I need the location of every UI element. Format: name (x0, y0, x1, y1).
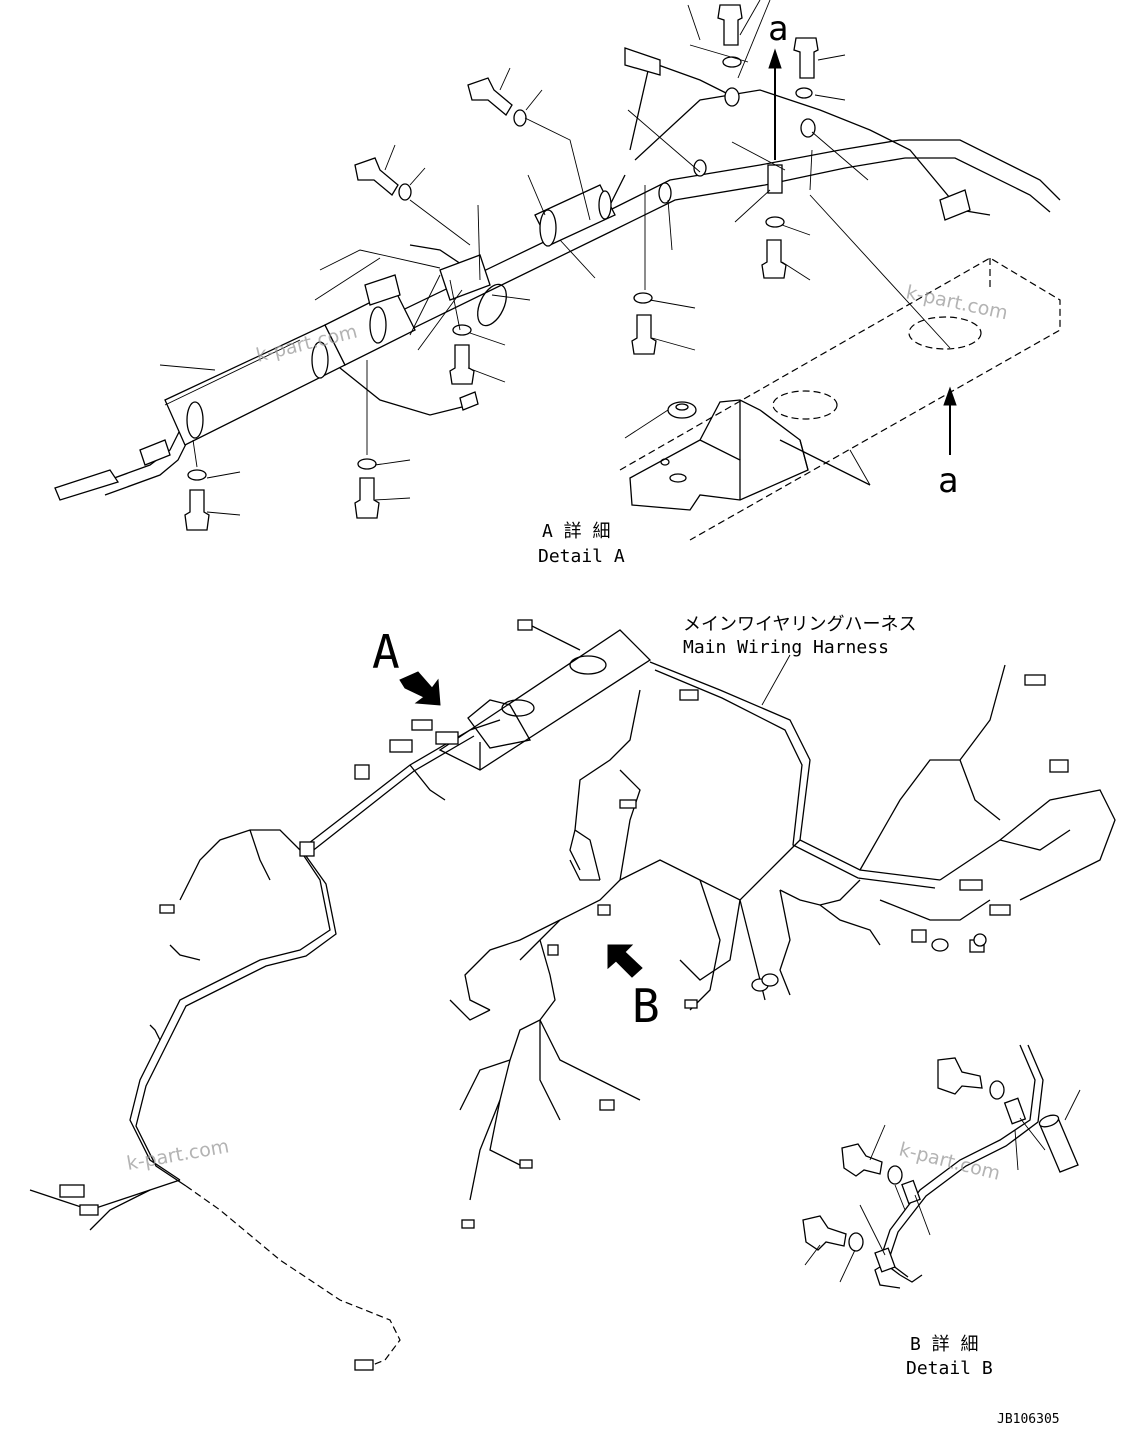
detail-a-drawing: a a A 詳 細 Detail A (54, 0, 1061, 567)
detail-a-label-jp: A 詳 細 (542, 521, 611, 542)
washer-icon (887, 1165, 903, 1185)
marker-a-arrow (399, 671, 441, 706)
marker-b-label: B (632, 979, 660, 1033)
washer-icon (795, 87, 813, 99)
fasteners-a (184, 4, 819, 531)
bolt-icon (449, 344, 475, 385)
marker-b-arrow (607, 944, 643, 978)
washer-icon (398, 183, 412, 201)
washer-icon (513, 109, 527, 127)
harness-tube (54, 47, 1061, 501)
arrow-label-a-bottom: a (938, 461, 958, 501)
harness-label-jp: メインワイヤリングハーネス (683, 614, 916, 635)
washer-icon (633, 292, 653, 304)
harness-connectors (59, 619, 1069, 1371)
callout-lines-a (159, 0, 951, 516)
washer-icon (452, 324, 472, 336)
washer-icon (765, 216, 785, 228)
drawing-code: JB106305 (997, 1412, 1060, 1427)
arrow-label-a-top: a (768, 9, 788, 49)
detail-b-drawing: B 詳 細 Detail B (802, 1044, 1081, 1379)
washer-icon (722, 56, 742, 68)
sleeve-icon (1038, 1114, 1079, 1173)
harness-label-en: Main Wiring Harness (683, 637, 889, 658)
washer-icon (357, 458, 377, 470)
bolt-icon (802, 1215, 847, 1251)
detail-a-label-en: Detail A (538, 546, 625, 567)
bolt-icon (841, 1143, 883, 1177)
bolt-icon (354, 477, 380, 519)
bolt-icon (631, 314, 657, 355)
detail-b-label-jp: B 詳 細 (910, 1334, 979, 1355)
harness-bundle (29, 619, 1116, 1371)
bolt-icon (717, 4, 743, 46)
detail-b-label-en: Detail B (906, 1358, 993, 1379)
bolt-icon (793, 37, 819, 79)
washer-icon (187, 469, 207, 481)
bolt-icon (354, 157, 399, 196)
main-harness-drawing: A B メインワイヤリングハーネス Main Wiring Harness (29, 614, 1116, 1371)
washer-icon (989, 1080, 1005, 1100)
marker-a-label: A (372, 625, 400, 679)
frame-bracket (619, 257, 1061, 541)
washer-icon (848, 1232, 864, 1252)
arrow-a-up (768, 48, 782, 160)
bolt-icon (467, 77, 513, 116)
bolt-icon (761, 239, 787, 279)
arrow-a-up-lower (943, 386, 957, 455)
frame-member (438, 629, 652, 771)
bolt-icon (937, 1057, 983, 1095)
bolt-icon (184, 489, 210, 531)
